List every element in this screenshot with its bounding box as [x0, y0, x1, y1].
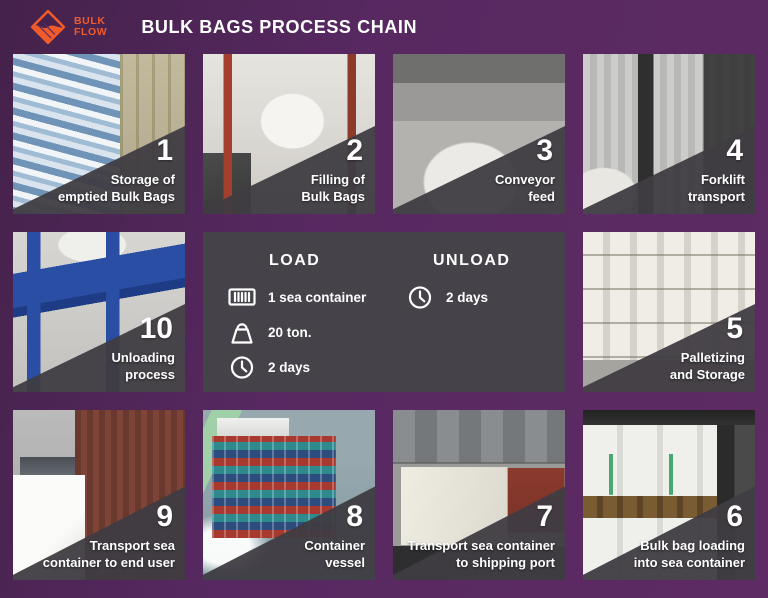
- header: BULK FLOW BULK BAGS PROCESS CHAIN: [0, 0, 768, 54]
- tile-step-4: 4 Forklift transport: [583, 54, 755, 214]
- step-7-number: 7: [536, 500, 553, 533]
- label-line: into sea container: [633, 555, 745, 571]
- logo-word-flow: FLOW: [74, 26, 108, 38]
- clock-icon: [408, 286, 432, 309]
- sea-container-icon: [228, 288, 256, 306]
- step-4-number: 4: [726, 134, 743, 167]
- tile-step-10: 10 Unloading process: [13, 232, 185, 392]
- process-grid: 1 Storage of emptied Bulk Bags 2 Filling…: [13, 54, 755, 580]
- page-title: BULK BAGS PROCESS CHAIN: [141, 16, 418, 37]
- logo-word-bulk: BULK: [74, 14, 106, 27]
- step-3-number: 3: [536, 134, 553, 167]
- tile-step-6: 6 Bulk bag loading into sea container: [583, 410, 755, 580]
- step-6-label: Bulk bag loading into sea container: [585, 538, 745, 572]
- tile-step-7: 7 Transport sea container to shipping po…: [393, 410, 565, 580]
- label-line: transport: [687, 189, 745, 205]
- label-line: Bulk Bags: [301, 189, 365, 205]
- step-7-label: Transport sea container to shipping port: [395, 538, 555, 572]
- load-row-weight: 20 ton.: [227, 317, 395, 347]
- unload-title: UNLOAD: [433, 252, 511, 269]
- tile-step-3: 3 Conveyor feed: [393, 54, 565, 214]
- clock-icon: [230, 356, 254, 379]
- load-title: LOAD: [269, 252, 321, 269]
- step-9-label: Transport sea container to end user: [15, 538, 175, 572]
- step-5-label: Palletizing and Storage: [585, 350, 745, 384]
- label-line: Palletizing: [680, 350, 745, 366]
- load-row-sea-container: 1 sea container: [227, 282, 395, 312]
- load-section: LOAD 1 sea container 20 ton.: [227, 252, 395, 392]
- weight-icon: [231, 323, 253, 344]
- label-line: feed: [528, 189, 555, 205]
- tile-step-5: 5 Palletizing and Storage: [583, 232, 755, 392]
- step-1-number: 1: [156, 134, 173, 167]
- step-10-number: 10: [139, 312, 173, 345]
- tile-step-9: 9 Transport sea container to end user: [13, 410, 185, 580]
- label-line: container to end user: [42, 555, 175, 571]
- unload-row-text: 2 days: [446, 289, 489, 305]
- bulk-flow-logo-icon: [30, 9, 66, 45]
- label-line: to shipping port: [456, 555, 555, 571]
- tile-step-2: 2 Filling of Bulk Bags: [203, 54, 375, 214]
- load-unload-panel: LOAD 1 sea container 20 ton.: [203, 232, 565, 392]
- load-row-text: 2 days: [268, 359, 311, 375]
- label-line: Conveyor: [495, 172, 555, 188]
- load-row-text: 1 sea container: [268, 289, 367, 305]
- label-line: emptied Bulk Bags: [57, 189, 175, 205]
- label-line: Unloading: [111, 350, 175, 366]
- step-2-label: Filling of Bulk Bags: [205, 172, 365, 206]
- step-9-number: 9: [156, 500, 173, 533]
- unload-row-days: 2 days: [405, 282, 510, 312]
- step-4-label: Forklift transport: [585, 172, 745, 206]
- step-10-label: Unloading process: [15, 350, 175, 384]
- tile-step-8: 8 Container vessel: [203, 410, 375, 580]
- label-line: Container: [304, 538, 365, 554]
- load-row-days: 2 days: [227, 352, 395, 382]
- step-2-number: 2: [346, 134, 363, 167]
- label-line: Storage of: [110, 172, 175, 188]
- tile-step-1: 1 Storage of emptied Bulk Bags: [13, 54, 185, 214]
- load-row-text: 20 ton.: [268, 324, 312, 340]
- step-3-label: Conveyor feed: [395, 172, 555, 206]
- label-line: process: [125, 367, 175, 383]
- unload-section: UNLOAD 2 days: [405, 252, 510, 392]
- label-line: Transport sea: [89, 538, 175, 554]
- step-8-label: Container vessel: [205, 538, 365, 572]
- step-8-number: 8: [346, 500, 363, 533]
- label-line: vessel: [325, 555, 365, 571]
- label-line: Bulk bag loading: [640, 538, 745, 554]
- label-line: Forklift: [700, 172, 745, 188]
- step-5-number: 5: [726, 312, 743, 345]
- bulk-flow-logo-text: BULK FLOW: [74, 14, 108, 38]
- label-line: Filling of: [310, 172, 365, 188]
- label-line: and Storage: [669, 367, 745, 383]
- step-6-number: 6: [726, 500, 743, 533]
- step-1-label: Storage of emptied Bulk Bags: [15, 172, 175, 206]
- label-line: Transport sea container: [407, 538, 555, 554]
